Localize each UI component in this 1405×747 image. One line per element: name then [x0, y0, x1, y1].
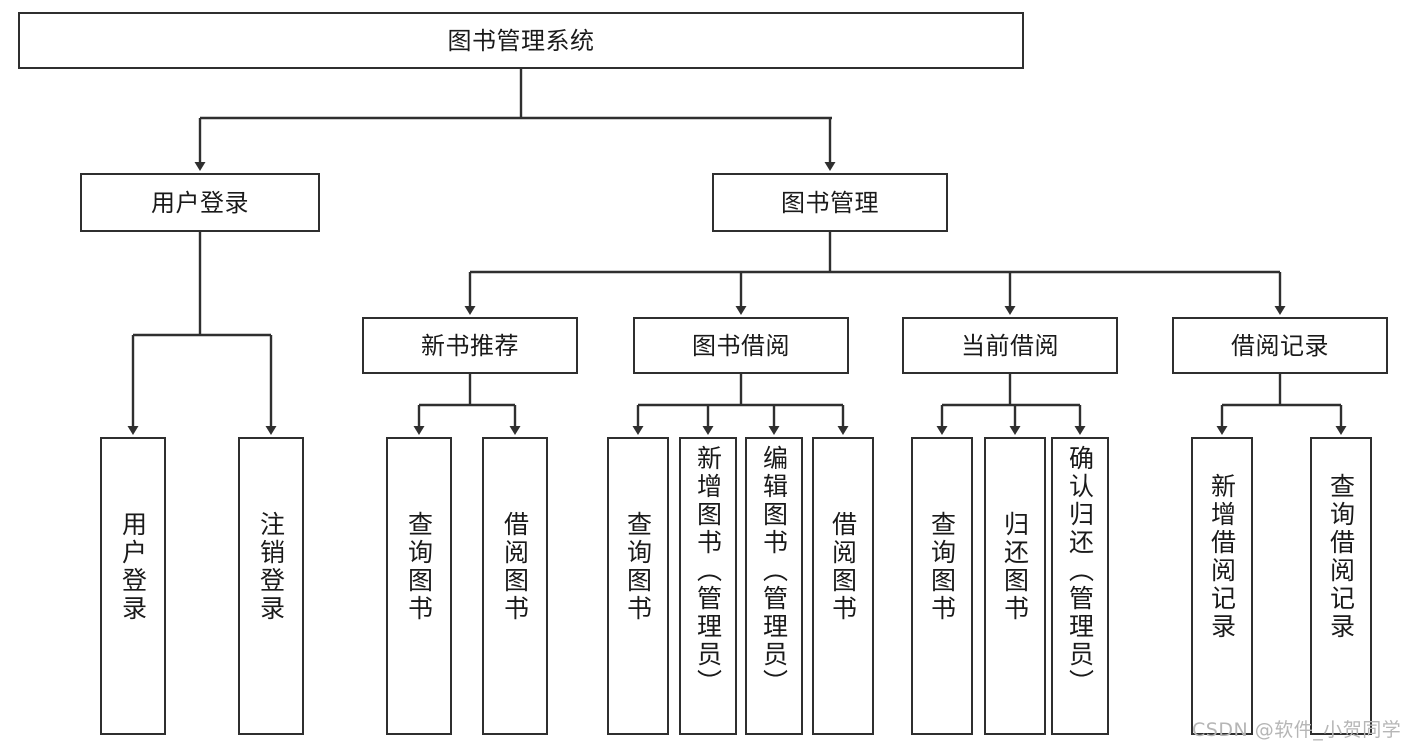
node-leaf-user-logout[interactable]: 注销登录 — [238, 437, 304, 735]
node-leaf-query-book-borrow[interactable]: 查询图书 — [607, 437, 669, 735]
node-label: 确认归还（管理员） — [1065, 445, 1095, 697]
node-label: 新书推荐 — [421, 331, 519, 360]
csdn-watermark: CSDN @软件_小贺同学 — [1192, 719, 1402, 741]
node-book-borrow[interactable]: 图书借阅 — [633, 317, 849, 374]
node-leaf-query-borrow-record[interactable]: 查询借阅记录 — [1310, 437, 1372, 735]
node-leaf-query-book-recommend[interactable]: 查询图书 — [386, 437, 452, 735]
node-label: 借阅图书 — [500, 511, 530, 623]
node-leaf-borrow-book-borrow[interactable]: 借阅图书 — [812, 437, 874, 735]
node-leaf-user-login[interactable]: 用户登录 — [100, 437, 166, 735]
node-label: 用户登录 — [151, 188, 249, 217]
node-label: 借阅图书 — [828, 511, 858, 623]
node-leaf-return-book[interactable]: 归还图书 — [984, 437, 1046, 735]
node-leaf-edit-book-admin[interactable]: 编辑图书（管理员） — [745, 437, 803, 735]
node-label: 图书借阅 — [692, 331, 790, 360]
node-leaf-query-book-current[interactable]: 查询图书 — [911, 437, 973, 735]
node-label: 查询图书 — [404, 511, 434, 623]
node-label: 查询图书 — [623, 511, 653, 623]
node-label: 用户登录 — [118, 511, 148, 623]
node-label: 查询借阅记录 — [1326, 473, 1356, 641]
node-label: 新增图书（管理员） — [693, 445, 723, 697]
node-leaf-borrow-book-recommend[interactable]: 借阅图书 — [482, 437, 548, 735]
node-leaf-confirm-return-admin[interactable]: 确认归还（管理员） — [1051, 437, 1109, 735]
node-label: 注销登录 — [256, 511, 286, 623]
node-label: 查询图书 — [927, 511, 957, 623]
node-label: 新增借阅记录 — [1207, 473, 1237, 641]
node-leaf-add-borrow-record[interactable]: 新增借阅记录 — [1191, 437, 1253, 735]
node-label: 编辑图书（管理员） — [759, 445, 789, 697]
node-label: 归还图书 — [1000, 511, 1030, 623]
node-label: 图书管理系统 — [447, 26, 595, 55]
node-label: 当前借阅 — [961, 331, 1059, 360]
node-borrow-record[interactable]: 借阅记录 — [1172, 317, 1388, 374]
node-new-book-recommend[interactable]: 新书推荐 — [362, 317, 578, 374]
node-current-borrow[interactable]: 当前借阅 — [902, 317, 1118, 374]
node-label: 借阅记录 — [1231, 331, 1329, 360]
node-root-system[interactable]: 图书管理系统 — [18, 12, 1024, 69]
node-leaf-add-book-admin[interactable]: 新增图书（管理员） — [679, 437, 737, 735]
node-label: 图书管理 — [781, 188, 879, 217]
node-user-login[interactable]: 用户登录 — [80, 173, 320, 232]
node-book-manage[interactable]: 图书管理 — [712, 173, 948, 232]
